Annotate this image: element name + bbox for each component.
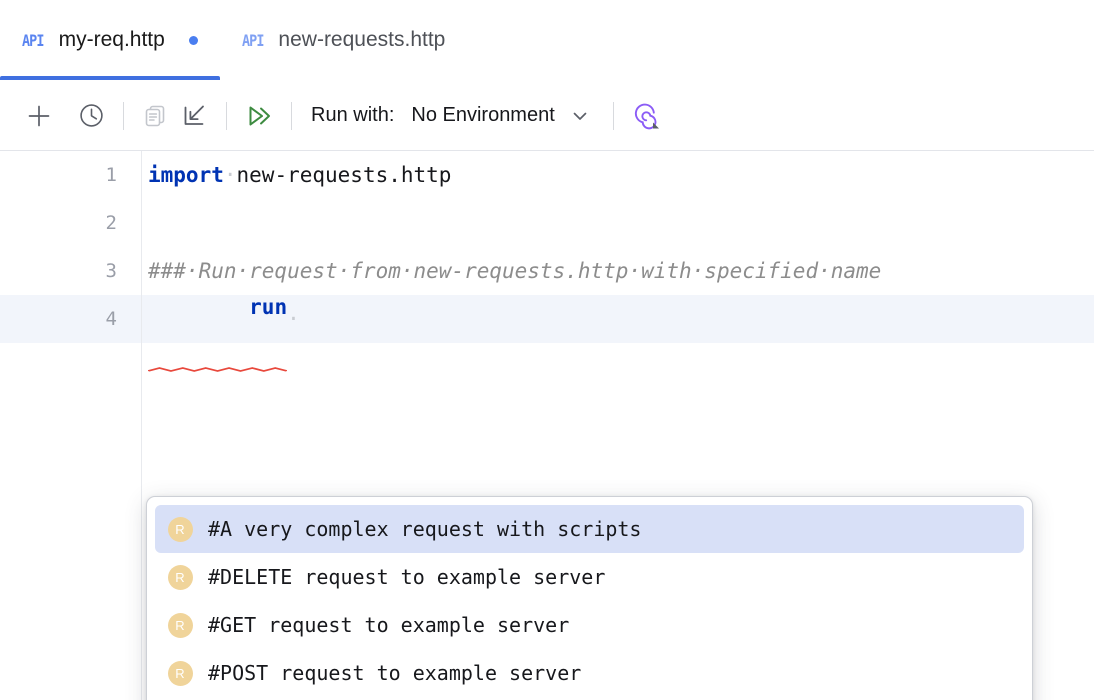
tab-new-requests-http[interactable]: API new-requests.http (220, 0, 468, 80)
code-token-keyword: import (148, 163, 224, 187)
code-token-run-text: run (249, 295, 288, 319)
completion-item-label: #POST request to example server (208, 661, 582, 685)
request-history-button[interactable] (72, 97, 110, 135)
r-badge-letter: R (167, 516, 193, 542)
r-badge-letter: R (167, 564, 193, 590)
unsaved-changes-dot-icon (188, 35, 198, 45)
tab-label: new-requests.http (278, 28, 446, 51)
api-file-icon: API (241, 30, 264, 50)
tab-my-req-http[interactable]: API my-req.http (0, 0, 220, 80)
toolbar-separator (123, 101, 124, 130)
line-number: 4 (105, 308, 117, 330)
run-with-label: Run with: (311, 104, 395, 126)
code-line: run · (142, 295, 1094, 372)
gutter-line: 2 (0, 199, 142, 247)
code-line (142, 199, 1094, 247)
line-number: 2 (105, 212, 117, 234)
line-number: 3 (105, 260, 117, 282)
http-client-toolbar: Run with: No Environment (0, 81, 1094, 151)
request-r-icon: R (167, 660, 193, 686)
toolbar-separator (226, 101, 227, 130)
code-line: import·new-requests.http (142, 151, 1094, 199)
completion-item-list: R #A very complex request with scripts R… (147, 497, 1032, 700)
toolbar-separator (291, 101, 292, 130)
code-editor[interactable]: 1 import·new-requests.http 2 3 ###·Run·r… (0, 151, 1094, 700)
ai-assistant-button[interactable] (627, 97, 665, 135)
code-line: ###·Run·request·from·new-requests.http·w… (142, 247, 1094, 295)
import-arrow-icon (184, 105, 204, 125)
environment-selector-value[interactable]: No Environment (411, 104, 555, 126)
gutter-line: 3 (0, 247, 142, 295)
add-request-button[interactable] (20, 97, 58, 135)
run-all-requests-button[interactable] (240, 97, 278, 135)
api-file-icon: API (22, 30, 44, 50)
toolbar-separator (612, 101, 614, 130)
clock-history-icon (79, 104, 103, 127)
completion-item-label: #A very complex request with scripts (208, 517, 642, 541)
completion-item-label: #DELETE request to example server (208, 565, 606, 589)
documents-copy-icon (145, 105, 165, 126)
active-tab-indicator (0, 76, 220, 80)
request-r-icon: R (167, 516, 193, 542)
code-completion-popup: R #A very complex request with scripts R… (146, 496, 1033, 700)
line-number: 1 (105, 164, 117, 186)
request-r-icon: R (167, 564, 193, 590)
completion-item[interactable]: R #DELETE request to example server (155, 553, 1024, 601)
completion-item[interactable]: R #GET request to example server (155, 601, 1024, 649)
completion-item-label: #GET request to example server (208, 613, 570, 637)
whitespace-dot: · (287, 307, 300, 331)
ai-spiral-icon (634, 103, 659, 129)
run-all-double-chevron-icon (249, 106, 270, 125)
completion-item[interactable]: R #A very complex request with scripts (155, 505, 1024, 553)
completion-item[interactable]: R #POST request to example server (155, 649, 1024, 697)
editor-tab-bar: API my-req.http API new-requests.http (0, 0, 1094, 82)
r-badge-letter: R (167, 612, 193, 638)
request-r-icon: R (167, 612, 193, 638)
gutter-background (0, 343, 142, 700)
r-badge-letter: R (167, 660, 193, 686)
caret-line-highlight (0, 295, 1094, 343)
code-token-comment: ###·Run·request·from·new-requests.http·w… (148, 259, 882, 283)
gutter-line: 1 (0, 151, 142, 199)
environment-dropdown-button[interactable] (569, 105, 591, 127)
convert-import-button[interactable] (175, 97, 213, 135)
gutter-line: 4 (0, 295, 142, 343)
plus-icon (28, 105, 50, 126)
chevron-down-icon (573, 112, 587, 120)
whitespace-dot: · (223, 163, 237, 187)
open-examples-button[interactable] (137, 97, 175, 135)
code-token-run: run (148, 271, 288, 372)
code-token-text: new-requests.http (236, 163, 452, 187)
tab-label: my-req.http (58, 28, 165, 51)
error-squiggle-icon (148, 367, 288, 372)
